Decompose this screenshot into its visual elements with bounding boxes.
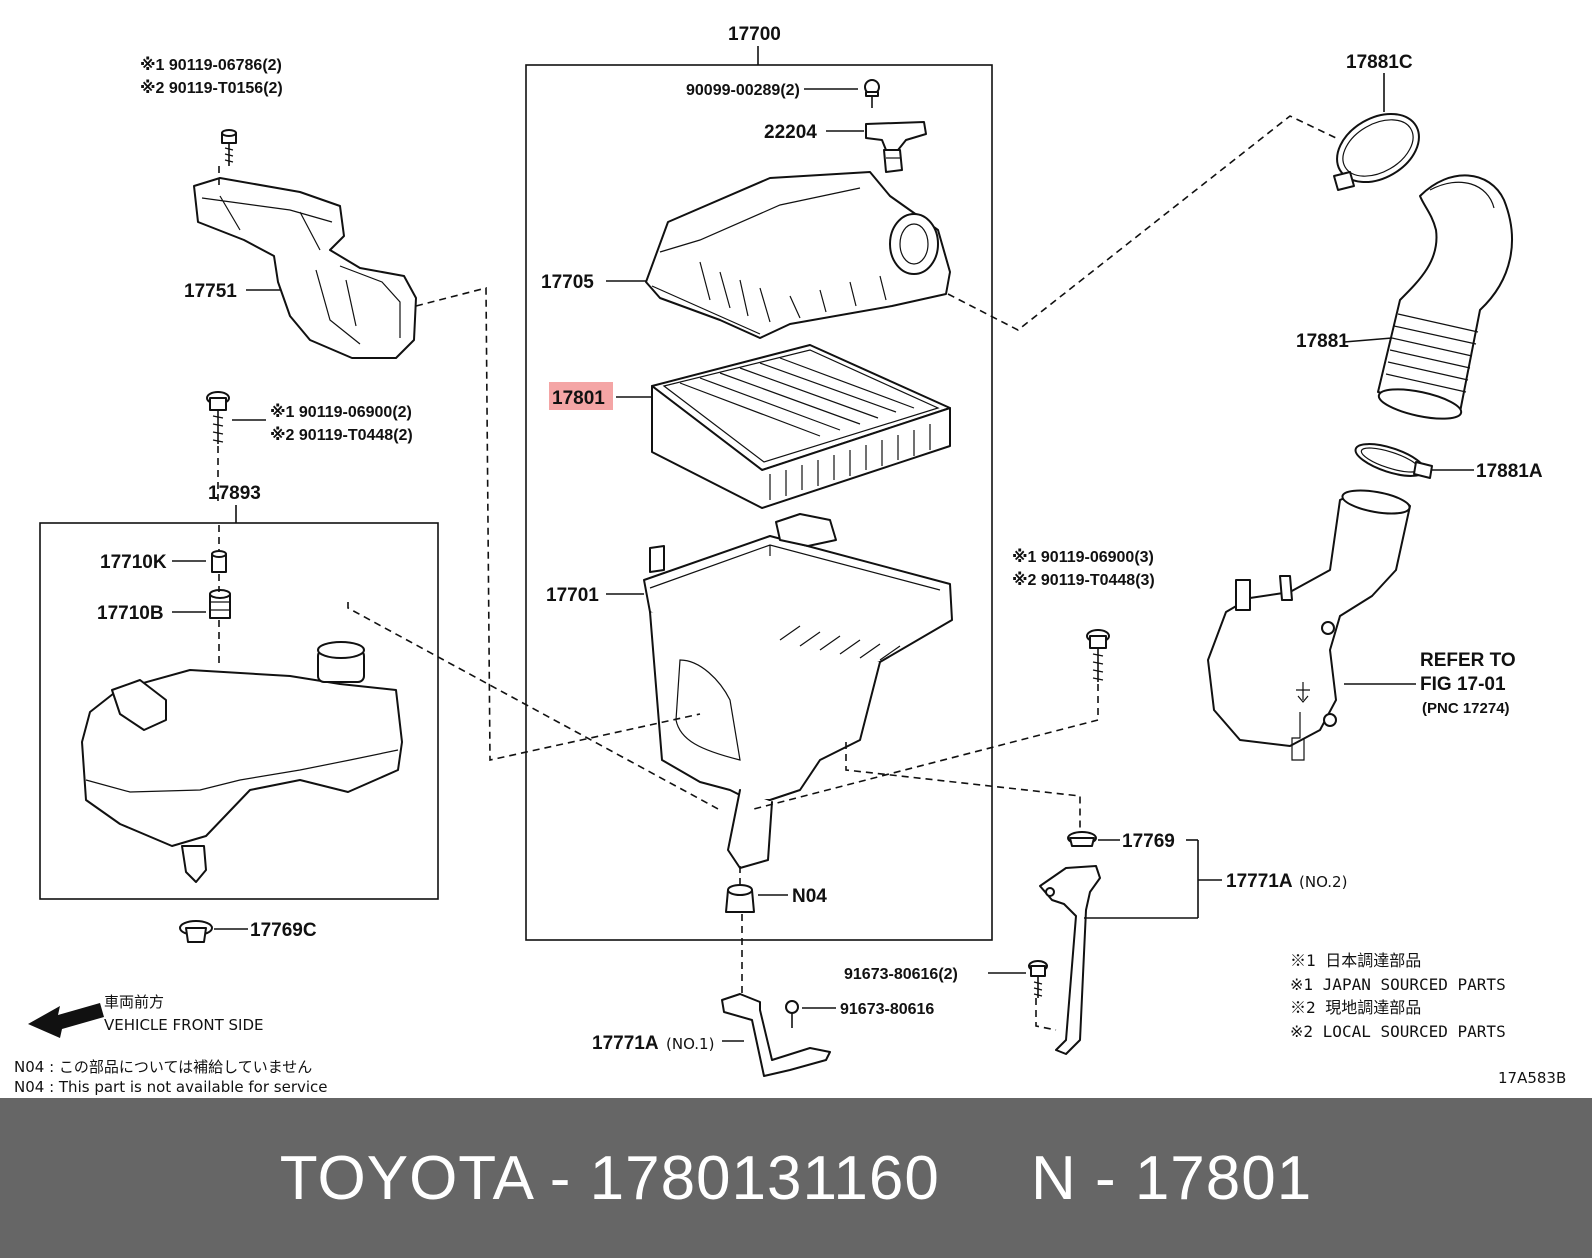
legend-line-1: ※1 日本調達部品 [1290, 951, 1421, 970]
grommet-17769-drawing [1067, 831, 1120, 847]
label-17769: 17769 [1122, 831, 1175, 852]
label-17771a-no2: 17771A [1226, 871, 1293, 892]
diagram-code: 17A583B [1498, 1069, 1566, 1087]
label-17769c: 17769C [250, 920, 317, 941]
bolt-91673-80616-2-drawing [988, 960, 1048, 998]
cushion-17710k-drawing [172, 550, 227, 573]
label-bolt2-line1: ※1 90119-06900(2) [270, 403, 412, 421]
label-bolt3-line2: ※2 90119-T0448(3) [1012, 571, 1155, 589]
bracket-17771a-no1-drawing [721, 993, 836, 1077]
label-22204: 22204 [764, 122, 817, 143]
connector-lines [217, 115, 1337, 1031]
grommet-n04-drawing [725, 884, 788, 913]
bolt-90119-06786-drawing [221, 129, 237, 166]
bolt-90119-06900-3-drawing [1086, 629, 1110, 682]
label-bolt1-line2: ※2 90119-T0156(2) [140, 79, 283, 97]
label-91673-80616-2: 91673-80616(2) [844, 966, 958, 983]
air-cleaner-case-drawing [606, 513, 953, 869]
grommet-17769c-drawing [179, 920, 248, 943]
note-n04-jp: N04 : この部品については補給していません [14, 1058, 312, 1076]
label-17801: 17801 [552, 388, 605, 409]
assembly-frame [525, 64, 993, 941]
clamp-17881a-drawing [1354, 443, 1474, 479]
label-17771a-no1-suffix: (NO.1) [666, 1035, 714, 1053]
resonator-tank-drawing [81, 641, 403, 883]
label-17893: 17893 [208, 483, 261, 504]
resonator-frame [39, 522, 439, 900]
label-refer-line3: (PNC 17274) [1422, 700, 1510, 717]
note-front-jp: 車両前方 [104, 993, 164, 1011]
intake-duct-17751-drawing [193, 177, 417, 359]
air-filter-element-drawing [616, 344, 951, 509]
label-17710b: 17710B [97, 603, 164, 624]
throttle-body-drawing [1207, 489, 1416, 761]
grommet-17710b-drawing [172, 589, 231, 619]
bracket-17771a-no2-drawing [1039, 839, 1222, 1055]
label-17710k: 17710K [100, 552, 167, 573]
label-bolt1-line1: ※1 90119-06786(2) [140, 56, 282, 74]
label-refer-line2: FIG 17-01 [1420, 674, 1506, 695]
label-refer-line1: REFER TO [1420, 650, 1516, 671]
label-90099-00289: 90099-00289(2) [686, 82, 800, 99]
vehicle-front-arrow-icon [28, 1003, 104, 1038]
label-17701: 17701 [546, 585, 599, 606]
footer-text: TOYOTA - 1780131160 N - 17801 [279, 1143, 1313, 1213]
label-91673-80616: 91673-80616 [840, 1001, 934, 1018]
label-17881a: 17881A [1476, 461, 1543, 482]
label-17881: 17881 [1296, 331, 1349, 352]
highlight-17801 [549, 382, 613, 410]
label-17771a-no1: 17771A [592, 1033, 659, 1054]
label-17881c: 17881C [1346, 52, 1413, 73]
label-17705: 17705 [541, 272, 594, 293]
air-cleaner-cap-drawing [606, 171, 951, 339]
sensor-22204-drawing [826, 121, 927, 173]
note-n04-en: N04 : This part is not available for ser… [14, 1078, 328, 1096]
label-17771a-no2-suffix: (NO.2) [1299, 873, 1347, 891]
label-n04: N04 [792, 886, 827, 907]
hose-17881-drawing [1343, 174, 1513, 420]
label-17700: 17700 [728, 24, 781, 45]
legend-line-2: ※1 JAPAN SOURCED PARTS [1290, 975, 1506, 994]
part-number-footer: TOYOTA - 1780131160 N - 17801 [0, 1098, 1592, 1258]
parts-diagram: 17700 90099-00289(2) 22204 17705 17801 [14, 24, 1566, 1096]
bolt-90119-06900-2-drawing [206, 391, 266, 444]
legend-line-3: ※2 現地調達部品 [1290, 998, 1421, 1017]
label-bolt3-line1: ※1 90119-06900(3) [1012, 548, 1154, 566]
bolt-90099-drawing [804, 79, 880, 108]
legend-line-4: ※2 LOCAL SOURCED PARTS [1290, 1022, 1506, 1041]
note-front-en: VEHICLE FRONT SIDE [104, 1016, 264, 1034]
clamp-17881c-drawing [1333, 73, 1420, 191]
label-17751: 17751 [184, 281, 237, 302]
label-bolt2-line2: ※2 90119-T0448(2) [270, 426, 413, 444]
